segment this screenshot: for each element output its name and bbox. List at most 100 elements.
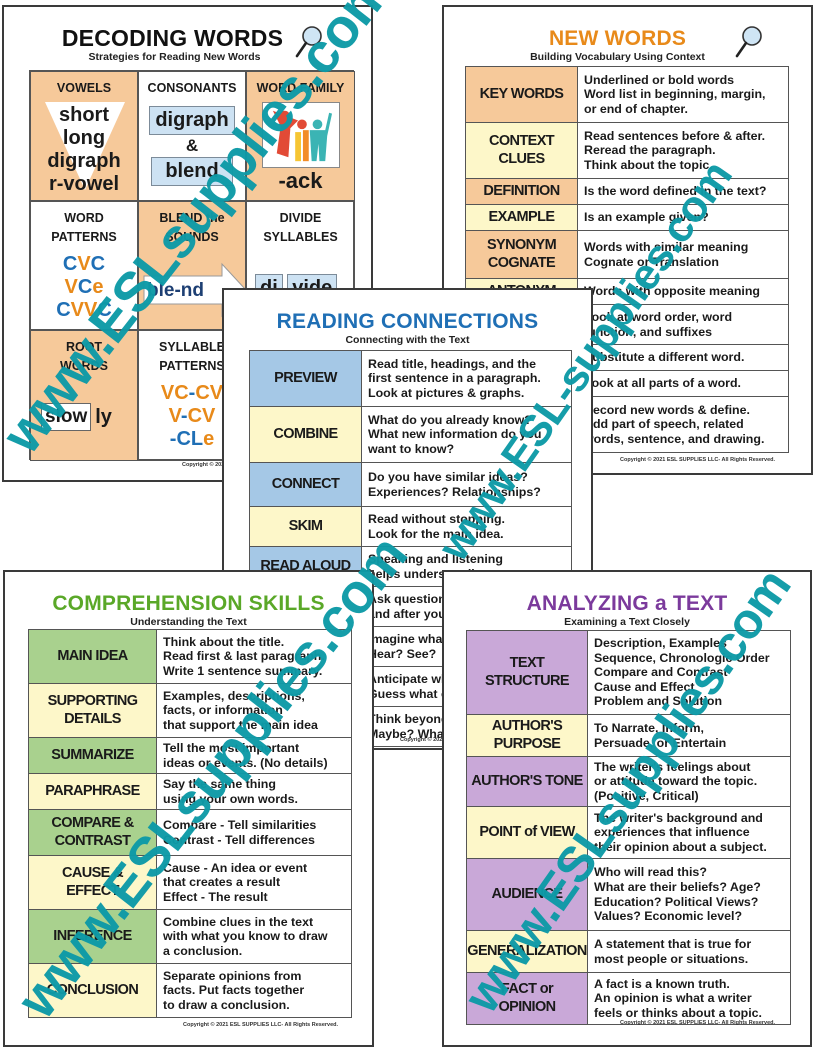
- row-description: Tell the most important ideas or events.…: [156, 737, 352, 774]
- row-term: CONTEXT CLUES: [465, 122, 578, 179]
- row-description: Read title, headings, and the first sent…: [361, 350, 572, 407]
- row-description: Think about the title. Read first & last…: [156, 629, 352, 684]
- cell-heading: SYLLABLES: [263, 229, 338, 244]
- row-description: Who will read this? What are their belie…: [587, 858, 791, 931]
- poster-subtitle: Building Vocabulary Using Context: [530, 51, 705, 63]
- row-term: SYNONYM COGNATE: [465, 230, 578, 279]
- poster-decoding-words: DECODING WORDS Strategies for Reading Ne…: [2, 5, 373, 482]
- row-description: Substitute a different word.: [577, 344, 789, 371]
- row-description: Examples, descriptions, facts, or inform…: [156, 683, 352, 738]
- poster-title: NEW WORDS: [548, 27, 687, 50]
- pattern-letter: e: [203, 427, 215, 450]
- pattern-letter: C: [77, 275, 93, 298]
- cell-heading: DIVIDE: [279, 211, 322, 225]
- blend-box: blend: [151, 156, 233, 186]
- poster-title: READING CONNECTIONS: [276, 310, 539, 333]
- poster-title: DECODING WORDS: [61, 25, 284, 51]
- row-description: A fact is a known truth. An opinion is w…: [587, 972, 791, 1025]
- row-description: Compare - Tell similarities Contrast - T…: [156, 809, 352, 856]
- row-description: What do you already know? What new infor…: [361, 406, 572, 463]
- cell-consonants: CONSONANTS digraph & blend: [138, 71, 246, 201]
- family-icon: [262, 102, 340, 168]
- copyright: Copyright © 2021 ESL SUPPLIES LLC- All R…: [183, 1022, 339, 1028]
- row-description: The writer's feelings about or attitude …: [587, 756, 791, 807]
- copyright: Copyright © 2021 ESL SUPPLIES LLC- All R…: [620, 1020, 776, 1026]
- v-shape-icon: [45, 102, 125, 190]
- row-term: FACT or OPINION: [466, 972, 588, 1025]
- row-term: SUMMARIZE: [28, 737, 157, 774]
- row-term: SKIM: [249, 506, 362, 547]
- word-family-suffix: -ack: [278, 168, 323, 193]
- cell-heading: WORD: [64, 211, 104, 225]
- row-description: The writer's background and experiences …: [587, 806, 791, 859]
- pattern-letter: e: [92, 275, 104, 298]
- vowel-digraph: digraph: [47, 149, 121, 172]
- row-term: PARAPHRASE: [28, 773, 157, 810]
- pattern-letter: -: [180, 404, 188, 427]
- vowel-long: long: [62, 126, 106, 149]
- pattern-letter: C: [62, 252, 78, 275]
- row-term: COMPARE & CONTRAST: [28, 809, 157, 856]
- pattern-letter: -: [188, 381, 196, 404]
- row-term: PREVIEW: [249, 350, 362, 407]
- pattern-letter: CV: [187, 404, 216, 427]
- cell-heading: CONSONANTS: [147, 81, 237, 95]
- row-description: Is the word defined in the text?: [577, 178, 789, 205]
- row-description: Do you have similar ideas? Experiences? …: [361, 462, 572, 507]
- row-description: Words with similar meaning Cognate or Tr…: [577, 230, 789, 279]
- row-term: TEXT STRUCTURE: [466, 630, 588, 715]
- vowel-r-vowel: r-vowel: [48, 172, 120, 195]
- cell-heading: BLEND the: [159, 211, 225, 225]
- pattern-letter: C: [56, 298, 71, 321]
- pattern-letter: C: [97, 298, 112, 321]
- row-term: COMBINE: [249, 406, 362, 463]
- row-term: CAUSE & EFFECT: [28, 855, 157, 910]
- row-description: Underlined or bold words Word list in be…: [577, 66, 789, 123]
- poster-subtitle: Examining a Text Closely: [564, 616, 690, 628]
- root-box: slow: [41, 403, 92, 431]
- pattern-letter: -: [169, 427, 177, 450]
- poster-analyzing-text: ANALYZING a TEXT Examining a Text Closel…: [442, 570, 812, 1047]
- row-term: AUTHOR'S TONE: [466, 756, 588, 807]
- pattern-letter: VC: [160, 381, 189, 404]
- row-description: Combine clues in the text with what you …: [156, 909, 352, 964]
- vowel-short: short: [59, 103, 109, 126]
- row-description: To Narrate, Inform, Persuade, or Enterta…: [587, 714, 791, 757]
- row-description: Read without stopping. Look for the main…: [361, 506, 572, 547]
- cell-vowels: VOWELS short long digraph r-vowel: [30, 71, 138, 201]
- ampersand: &: [185, 135, 199, 155]
- row-description: Record new words & define. Add part of s…: [577, 396, 789, 453]
- cell-heading: WORD FAMILY: [256, 81, 345, 95]
- row-term: CONNECT: [249, 462, 362, 507]
- row-term: POINT of VIEW: [466, 806, 588, 859]
- row-term: CONCLUSION: [28, 963, 157, 1018]
- row-description: Cause - An idea or event that creates a …: [156, 855, 352, 910]
- poster-title: ANALYZING a TEXT: [526, 592, 728, 615]
- row-description: A statement that is true for most people…: [587, 930, 791, 973]
